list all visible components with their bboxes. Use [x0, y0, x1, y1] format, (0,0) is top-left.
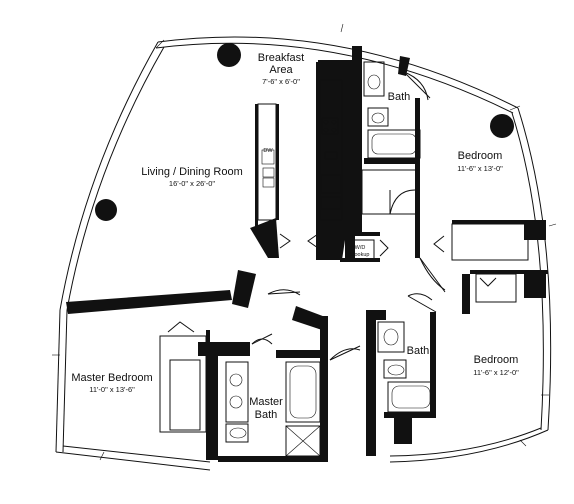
central-partition — [66, 270, 328, 460]
window-mullions — [52, 23, 557, 461]
structural-columns — [95, 43, 514, 221]
bedroom2-dim: 11'-6" x 12'-0" — [473, 368, 519, 377]
bedroom1-name: Bedroom — [458, 150, 503, 162]
master-bath — [210, 316, 361, 462]
bedroom1-closets — [419, 220, 548, 314]
living-room-name: Living / Dining Room — [141, 166, 243, 178]
wd-label-1: W/D — [355, 245, 366, 251]
room-labels: Living / Dining Room 16'-0" x 26'-0" Bre… — [71, 52, 519, 421]
top-bath-name: Bath — [388, 91, 411, 103]
master-bedroom-dim: 11'-0" x 13'-6" — [89, 385, 135, 394]
master-bath-name-2: Bath — [255, 409, 278, 421]
washer-dryer-closet: W/D Hookup — [340, 232, 389, 262]
breakfast-dim: 7'-6" x 6'-0" — [262, 77, 300, 86]
dishwasher-label: DW — [263, 148, 273, 154]
bedroom1-dim: 11'-6" x 13'-0" — [457, 164, 503, 173]
middle-bath-name: Bath — [407, 345, 430, 357]
middle-bath — [366, 293, 437, 456]
wd-label-2: Hookup — [351, 252, 370, 258]
pass-through-openings — [279, 233, 319, 249]
bedroom2-name: Bedroom — [474, 354, 519, 366]
top-bath-core — [345, 46, 431, 262]
kitchen: DW — [250, 60, 352, 260]
exterior-walls — [52, 23, 557, 471]
master-closet — [159, 321, 210, 433]
breakfast-name-1: Breakfast — [258, 52, 304, 64]
living-room-dim: 16'-0" x 26'-0" — [169, 179, 215, 188]
breakfast-name-2: Area — [269, 64, 293, 76]
master-bath-name-1: Master — [249, 396, 283, 408]
master-bedroom-name: Master Bedroom — [71, 372, 152, 384]
